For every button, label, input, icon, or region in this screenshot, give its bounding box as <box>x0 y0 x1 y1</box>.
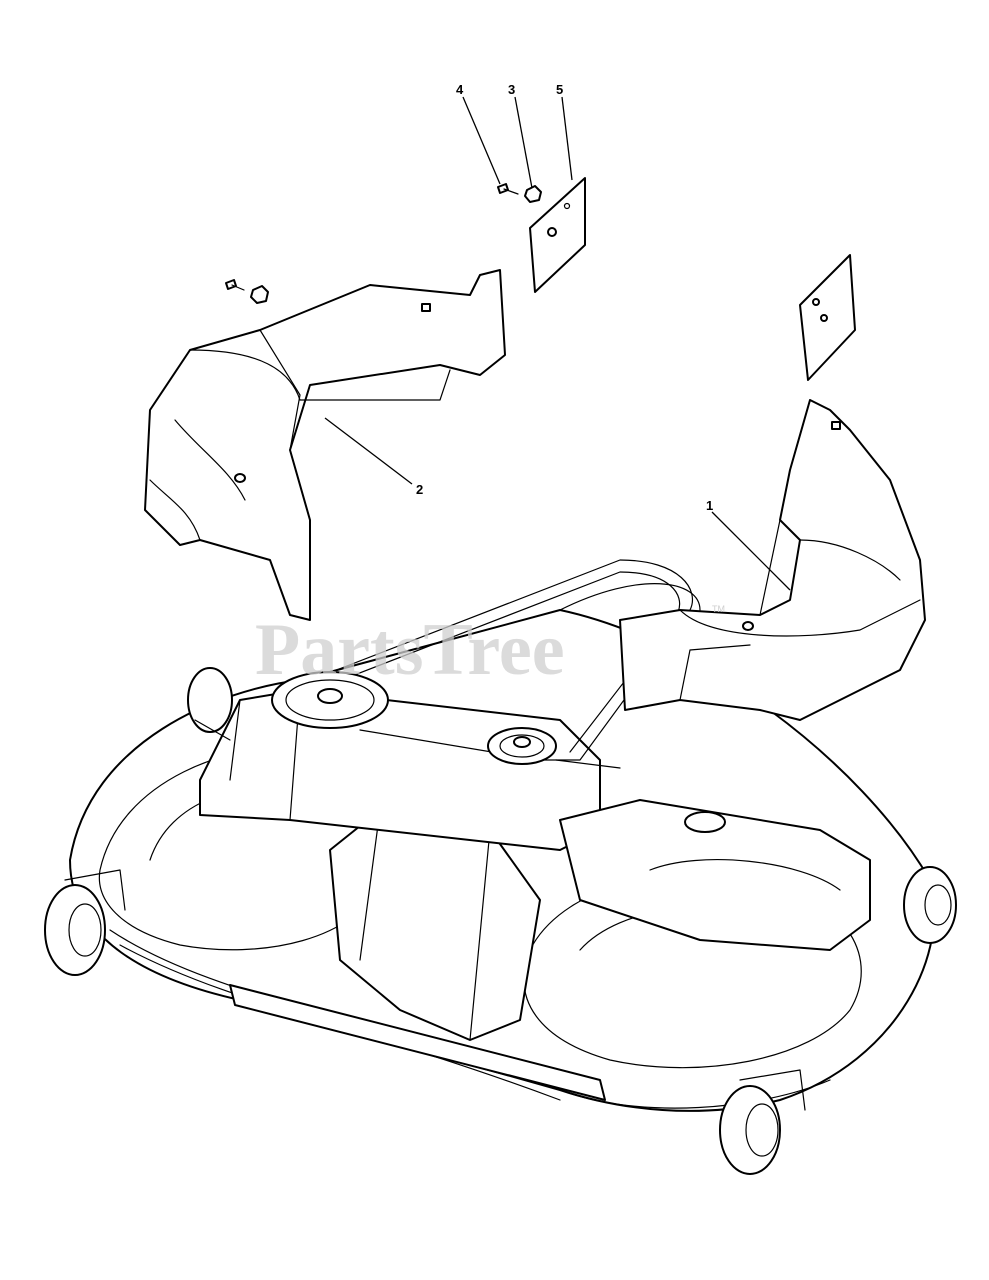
wheel-rear-right <box>903 866 957 944</box>
mower-deck <box>69 583 936 1112</box>
part-5-mounting-plate <box>529 177 586 293</box>
main-pulley <box>271 671 389 729</box>
gauge-wheels <box>44 667 957 1175</box>
callout-4[interactable]: 4 <box>456 82 464 97</box>
callout-labels: 1 2 3 4 5 <box>416 82 713 513</box>
callout-3[interactable]: 3 <box>508 82 515 97</box>
part-2-left-shield <box>144 269 506 621</box>
watermark-trademark: TM <box>712 604 725 614</box>
leader-lines <box>324 96 791 591</box>
wheel-rear-left <box>187 667 233 741</box>
callout-2[interactable]: 2 <box>416 482 423 497</box>
callout-5[interactable]: 5 <box>556 82 563 97</box>
wheel-front-left <box>44 869 126 976</box>
wheel-front-right <box>719 1069 806 1175</box>
part-1-right-shield <box>619 254 926 721</box>
idler-pulley <box>487 727 557 765</box>
part-4-bolt <box>225 183 519 291</box>
watermark-logo: PartsTree <box>255 609 565 691</box>
callout-1[interactable]: 1 <box>706 498 713 513</box>
watermark: PartsTree TM <box>255 604 725 691</box>
part-3-nut <box>250 185 542 304</box>
